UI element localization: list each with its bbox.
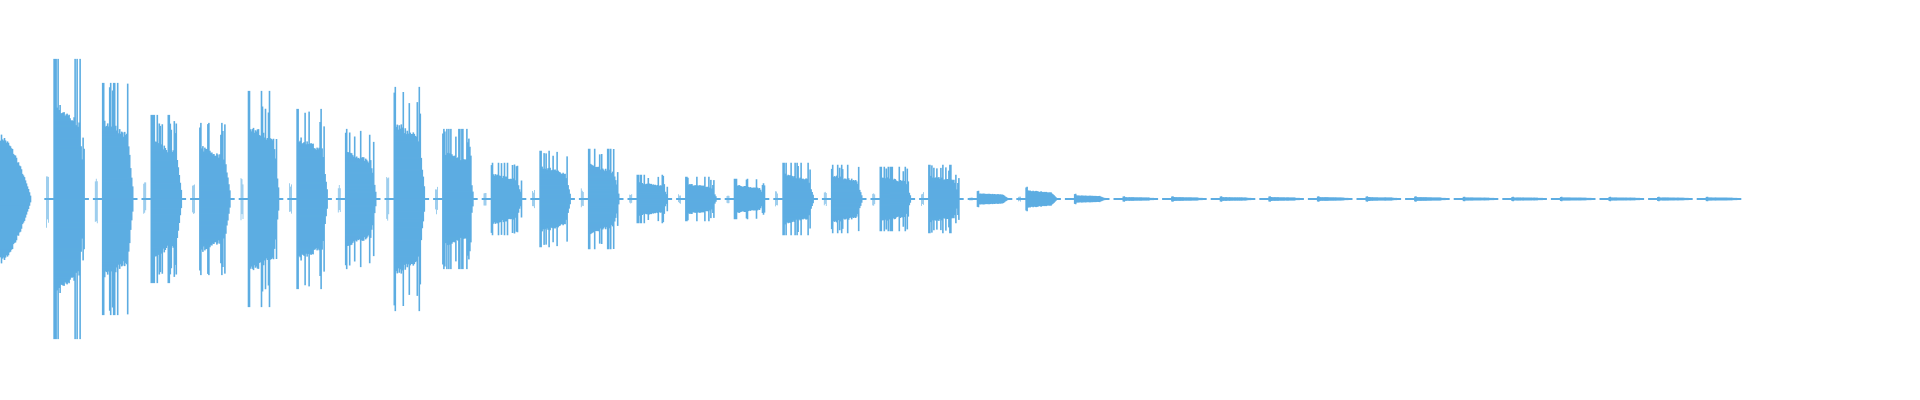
waveform-burst	[1599, 196, 1645, 202]
waveform-burst	[384, 86, 430, 312]
waveform-burst	[919, 164, 964, 234]
waveform-burst	[530, 150, 575, 248]
waveform-burst	[190, 122, 235, 276]
waveform-burst	[1162, 196, 1207, 202]
waveform-burst	[92, 82, 138, 316]
waveform-burst	[481, 162, 527, 236]
waveform-burst	[627, 174, 673, 224]
waveform-burst	[967, 190, 1013, 208]
waveform-burst	[578, 148, 624, 250]
waveform-burst	[0, 134, 32, 264]
waveform-burst	[1550, 196, 1596, 202]
waveform-burst	[1064, 193, 1110, 205]
waveform-burst	[1356, 196, 1402, 202]
waveform-burst	[773, 162, 818, 236]
waveform-burst	[1113, 196, 1159, 202]
waveform-burst	[1696, 196, 1742, 202]
waveform-burst	[1016, 186, 1061, 212]
waveform-burst	[676, 176, 721, 222]
waveform-burst	[1405, 196, 1450, 202]
waveform-burst	[1648, 196, 1693, 202]
waveform-burst	[44, 58, 89, 340]
waveform-burst	[1259, 196, 1304, 202]
waveform-burst	[870, 166, 916, 232]
waveform-burst	[335, 128, 381, 270]
waveform-burst	[1210, 196, 1256, 202]
waveform-burst	[287, 108, 332, 290]
waveform-burst	[821, 164, 867, 234]
waveform-burst	[724, 178, 770, 220]
waveform-burst	[238, 90, 284, 308]
waveform-burst	[1502, 196, 1547, 202]
waveform-burst	[1453, 196, 1499, 202]
waveform-burst	[1307, 196, 1353, 202]
waveform-burst	[141, 114, 187, 284]
waveform-burst	[433, 128, 478, 270]
